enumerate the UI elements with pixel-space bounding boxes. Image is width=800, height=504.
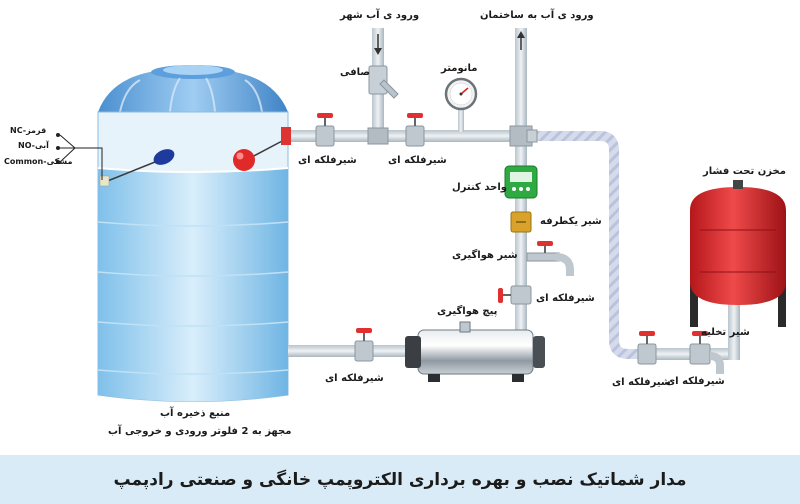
air-valve-label: شیر هواگیری [452, 250, 518, 261]
tank-description-label: مجهز به 2 فلوتر ورودی و خروجی آب [108, 426, 292, 437]
valve-bottom-icon [354, 328, 374, 362]
arrow-building-inlet-icon [517, 31, 525, 50]
wire-nc-label: NC-قرمز [10, 126, 47, 135]
valve-vertical-label: شیرفلکه ای [536, 293, 595, 304]
storage-tank [97, 65, 289, 402]
valve-right-label-2: شیرفلکه ای [666, 376, 725, 387]
valve-top-left-icon [315, 113, 335, 147]
footer-title: مدار شماتیک نصب و بهره برداری الکتروپمپ … [113, 469, 687, 490]
tank-outlet-coupling [281, 127, 291, 145]
float-red [233, 139, 285, 171]
filter-label: صافی [340, 67, 371, 78]
float-wires [56, 133, 103, 180]
tank-name-label: منبع ذخیره آب [160, 408, 231, 419]
valve-top-mid-label: شیرفلکه ای [388, 155, 447, 166]
valve-bottom-label: شیرفلکه ای [325, 373, 384, 384]
float-blue [99, 149, 175, 187]
pressure-tank-label: مخزن تحت فشار [703, 166, 786, 177]
valve-top-left-label: شیرفلکه ای [298, 155, 357, 166]
control-unit-label: واحد کنترل [452, 182, 507, 193]
city-inlet-label: ورود ی آب شهر [340, 10, 420, 21]
drain-valve-icon [689, 331, 724, 374]
valve-vertical-icon [498, 285, 532, 305]
valve-right-icon [637, 331, 657, 365]
schematic-drawing [56, 28, 786, 402]
pressure-tank-icon [690, 180, 786, 327]
wire-common-label: Common-مشکی [4, 157, 73, 166]
pump-icon [405, 321, 545, 382]
air-screw-label: پیچ هواگیری [437, 306, 498, 317]
wire-no-label: NO-آبی [18, 141, 49, 150]
filter-icon [368, 65, 399, 99]
arrow-city-inlet-icon [374, 34, 382, 55]
air-valve-icon [526, 241, 574, 276]
drain-valve-label: شیر تخلیه [701, 327, 750, 338]
building-inlet-label: ورود ی آب به ساختمان [480, 10, 594, 21]
footer-banner: مدار شماتیک نصب و بهره برداری الکتروپمپ … [0, 455, 800, 504]
manometer-icon [444, 77, 478, 111]
manometer-label: مانومتر [441, 63, 478, 74]
control-unit-icon [504, 165, 538, 199]
valve-top-mid-icon [405, 113, 425, 147]
check-valve-label: شیر یکطرفه [540, 216, 602, 227]
valve-right-label: شیرفلکه ای [612, 377, 671, 388]
check-valve-icon [510, 211, 532, 233]
